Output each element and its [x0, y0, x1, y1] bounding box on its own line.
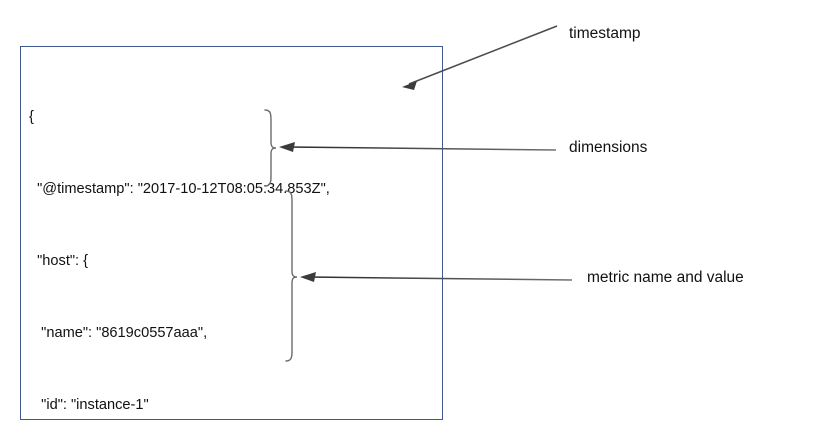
annotation-label-timestamp: timestamp: [569, 25, 641, 42]
json-line: {: [29, 109, 34, 125]
json-line-host-id: "id": "instance-1": [29, 397, 149, 413]
annotation-label-metric: metric name and value: [587, 269, 744, 286]
json-line-timestamp: "@timestamp": "2017-10-12T08:05:34.853Z"…: [29, 181, 330, 197]
json-document-box: { "@timestamp": "2017-10-12T08:05:34.853…: [20, 46, 443, 420]
json-line-host-open: "host": {: [29, 253, 89, 269]
json-line-host-name: "name": "8619c0557aaa",: [29, 325, 208, 341]
annotation-label-dimensions: dimensions: [569, 139, 648, 156]
json-code-block: { "@timestamp": "2017-10-12T08:05:34.853…: [29, 57, 439, 437]
